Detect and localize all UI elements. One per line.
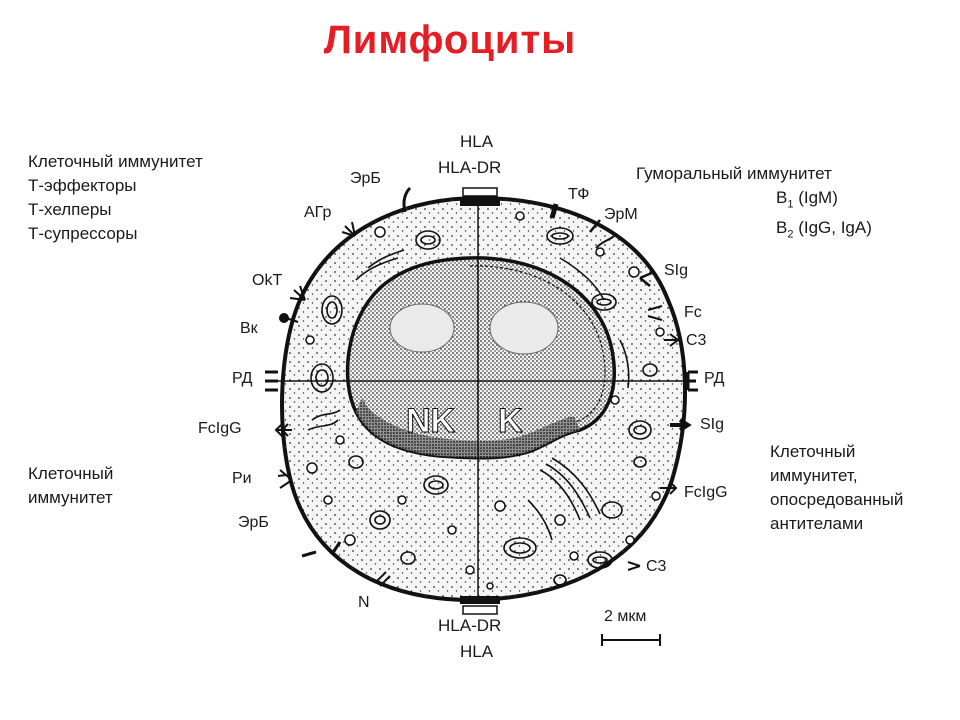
label-erb-bottom: ЭрБ bbox=[238, 514, 269, 531]
left-top-line-2: Т-эффекторы bbox=[28, 176, 137, 195]
label-erm: ЭрМ bbox=[604, 206, 638, 223]
label-okt: OkT bbox=[252, 272, 283, 289]
right-top-line-3: B2 (IgG, IgA) bbox=[776, 218, 872, 241]
heterochromatin bbox=[356, 398, 580, 458]
axis-lines bbox=[270, 204, 688, 600]
label-fcigg-left: FcIgG bbox=[198, 420, 242, 437]
label-rd-right: РД bbox=[704, 370, 725, 387]
nucleolus-right bbox=[489, 301, 559, 355]
vesicles bbox=[305, 211, 665, 590]
right-top-line-2: B1 (IgM) bbox=[776, 188, 838, 211]
left-top-line-1: Клеточный иммунитет bbox=[28, 152, 203, 171]
label-hla-top: HLA bbox=[460, 132, 494, 151]
label-agr: АГр bbox=[304, 204, 332, 221]
organelles bbox=[307, 227, 658, 586]
label-rd-left: РД bbox=[232, 370, 253, 387]
label-ri: Ри bbox=[232, 470, 252, 487]
label-hla-dr-top: HLA-DR bbox=[438, 158, 502, 177]
scale-bar-line bbox=[601, 634, 661, 646]
left-top-line-4: Т-супрессоры bbox=[28, 224, 138, 243]
hla-top-marker bbox=[462, 187, 498, 197]
left-top-block: Клеточный иммунитет Т-эффекторы Т-хелпер… bbox=[28, 150, 203, 246]
left-bottom-line-2: иммунитет bbox=[28, 488, 113, 507]
right-top-line-1: Гуморальный иммунитет bbox=[636, 164, 832, 183]
page-title: Лимфоциты bbox=[323, 18, 577, 62]
label-tf: ТФ bbox=[568, 186, 590, 203]
nucleus-label-nk: NK bbox=[406, 402, 456, 440]
label-fc: Fc bbox=[684, 304, 702, 321]
right-bottom-block: Клеточный иммунитет, опосредованный анти… bbox=[770, 440, 903, 536]
label-hla-bottom: HLA bbox=[460, 642, 494, 661]
hla-bottom-marker bbox=[460, 596, 500, 604]
right-bottom-line-3: опосредованный bbox=[770, 490, 904, 509]
left-top-line-3: Т-хелперы bbox=[28, 200, 112, 219]
label-sig-mid: SIg bbox=[700, 416, 725, 433]
label-c3-bottom: C3 bbox=[646, 558, 667, 575]
label-hla-dr-bottom: HLA-DR bbox=[438, 616, 502, 635]
left-bottom-block: Клеточный иммунитет bbox=[28, 462, 113, 510]
nucleolus-left bbox=[389, 303, 455, 353]
label-sig-top: SIg bbox=[664, 262, 689, 279]
scale-bar-label: 2 мкм bbox=[604, 608, 647, 625]
right-bottom-line-2: иммунитет, bbox=[770, 466, 858, 485]
surface-receptors bbox=[265, 186, 698, 587]
label-fcigg-right: FcIgG bbox=[684, 484, 728, 501]
right-top-block: Гуморальный иммунитет B1 (IgM) B2 (IgG, … bbox=[636, 162, 872, 247]
label-vk: Вк bbox=[240, 320, 258, 337]
label-erb-top: ЭрБ bbox=[350, 170, 381, 187]
label-n: N bbox=[358, 594, 370, 611]
right-bottom-line-4: антителами bbox=[770, 514, 864, 533]
nucleus-label-k: K bbox=[498, 402, 523, 440]
label-c3-top: C3 bbox=[686, 332, 707, 349]
right-bottom-line-1: Клеточный bbox=[770, 442, 856, 461]
left-bottom-line-1: Клеточный bbox=[28, 464, 114, 483]
